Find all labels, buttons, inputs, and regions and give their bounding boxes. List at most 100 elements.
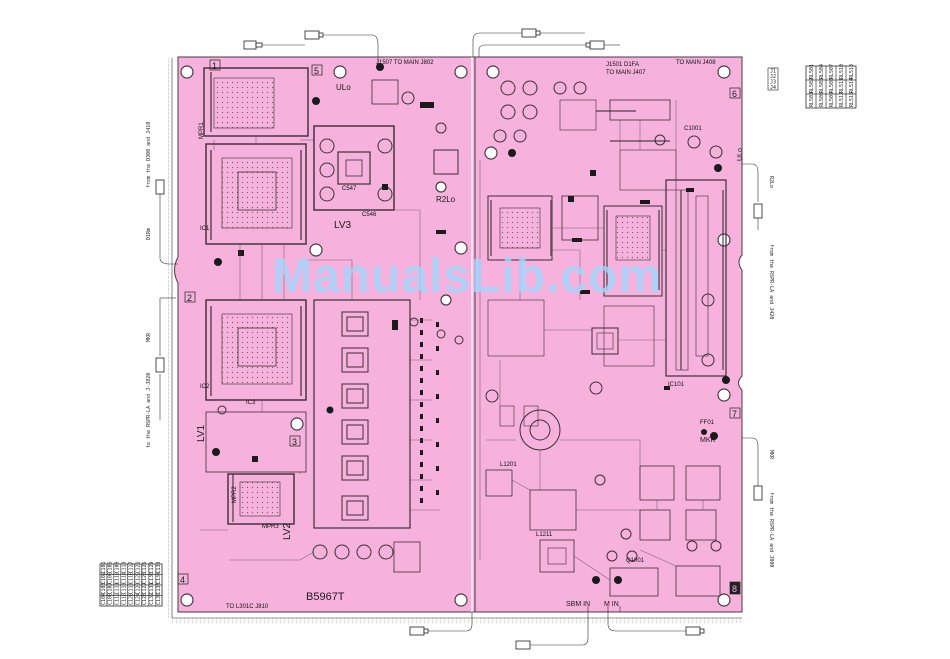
top-right-sub-label: TO MAIN J407 (606, 70, 646, 76)
legend-cell-text: C135 (156, 582, 162, 594)
left-tag-a: D1Rm (146, 228, 152, 240)
connector-icon-k (753, 485, 763, 501)
right-top-note: from the RSPR-LA and J420 (768, 244, 774, 319)
left-tag-b: MKR (146, 332, 152, 342)
legend-cell-text: C112 (115, 593, 121, 605)
part-number-label: B5967T (306, 591, 345, 603)
mpr1-label: MPR1 (199, 122, 205, 139)
legend-cell-text: C103 (101, 582, 107, 594)
zone-6-label: 6 (732, 89, 737, 99)
right-tag-a: R2Lo (768, 176, 774, 188)
mpr3-label: MPR3 (262, 524, 279, 530)
legend-table-top-right: RL501RL502RL503RL504RL505RL506RL507RL508… (805, 64, 857, 109)
legend-small-text: J2 (770, 74, 776, 80)
right-section (485, 99, 727, 597)
legend-cell-text: C101 (101, 561, 107, 573)
legend-cell-text: C109 (115, 561, 121, 573)
transistors-left (212, 63, 446, 462)
connector-icon-a (243, 40, 257, 50)
legend-cell-text: C104 (101, 593, 107, 605)
l1211-label: L1211 (536, 532, 553, 538)
side-notes-right: from the RSPR-LA and J420 R2Lo MKR from … (768, 176, 774, 567)
legend-cell-text: C122 (135, 572, 141, 584)
legend-cell-text: C102 (101, 572, 107, 584)
ic-pins (210, 72, 724, 522)
legend-cell-text: C118 (128, 572, 134, 584)
legend-cell-text: RL510 (839, 64, 845, 79)
connector-icon-j (753, 203, 763, 219)
connector-icon-i (155, 357, 165, 373)
legend-cell-text: C134 (156, 572, 162, 584)
legend-cell-text: RL515 (849, 92, 855, 107)
bottom-left-connector-label: TO L301C J810 (226, 604, 269, 610)
left-top-note: from the D300 and J410 (146, 122, 152, 188)
mounting-holes (180, 65, 731, 607)
c546-label: C546 (362, 212, 377, 218)
connector-icons-top (243, 28, 605, 50)
right-tag-b: MKR (768, 450, 774, 460)
legend-cell-text: RL504 (819, 64, 825, 79)
coil-cans (341, 311, 369, 521)
legend-cell-text: C121 (135, 561, 141, 573)
top-left-connector-label: J1507 TO MAIN J802 (376, 60, 434, 66)
ic1-label: IC1 (200, 226, 210, 232)
legend-cell-text: C113 (122, 561, 128, 573)
legend-cell-text: C124 (135, 593, 141, 605)
legend-cell-text: C136 (156, 593, 162, 605)
legend-cell-text: C115 (122, 582, 128, 594)
top-far-right-label: TO MAIN J408 (676, 60, 716, 66)
legend-small-text: J1 (770, 69, 776, 75)
legend-cell-text: C105 (108, 561, 114, 573)
zone-5-label: 5 (314, 66, 319, 76)
side-notes-left: from the D300 and J410 D1Rm MKR to the R… (146, 122, 152, 448)
ic2-label: IC2 (200, 384, 210, 390)
mkr-label: MKR (700, 437, 716, 444)
watermark-text: ManualsLib.com (272, 250, 662, 303)
legend-cell (154, 595, 163, 607)
sbm-in-label: SBM IN (566, 601, 590, 608)
external-connectors-bottom (428, 606, 686, 646)
legend-cell-text: RL511 (839, 78, 845, 93)
connector-icon-d (589, 40, 605, 50)
zone-3-label: 3 (292, 437, 297, 447)
legend-cell-text: C126 (142, 572, 148, 584)
legend-cell-text: C110 (115, 572, 121, 584)
external-connectors-right (742, 163, 759, 486)
connector-icon-e (409, 626, 425, 636)
zone-1-label: 1 (212, 61, 217, 71)
connector-icon-h (155, 179, 165, 195)
legend-cell-text: C129 (149, 561, 155, 573)
legend-cell (845, 93, 857, 109)
legend-cell-text: C120 (128, 593, 134, 605)
mpr2-label: MPR2 (232, 486, 238, 503)
legend-cell-text: RL512 (839, 92, 845, 107)
left-bottom-note: to the RSPR-LA and J-J820 (146, 373, 152, 448)
signal-traces (200, 100, 704, 581)
legend-cell-text: C123 (135, 582, 141, 594)
legend-cell-text: RL513 (849, 64, 855, 79)
legend-cell-text: C106 (108, 572, 114, 584)
zone-4-label: 4 (180, 575, 185, 585)
legend-cell-text: RL501 (809, 64, 815, 79)
connector-icons-left (155, 179, 165, 373)
lv3-label: LV3 (334, 220, 351, 231)
legend-cell-text: RL503 (809, 92, 815, 107)
c547-label: C547 (342, 186, 357, 192)
legend-cell-text: C114 (122, 572, 128, 584)
legend-cell-text: C132 (149, 593, 155, 605)
legend-cell-text: C128 (142, 593, 148, 605)
zone-markers: 1 2 3 4 5 6 7 8 (177, 59, 741, 595)
ulo-label: ULo (336, 83, 351, 92)
zone-8-label: 8 (732, 584, 737, 594)
top-right-connector-label: J1501 D1FA (606, 62, 639, 68)
legend-cell-text: C133 (156, 561, 162, 573)
legend-cell-text: C107 (108, 582, 114, 594)
legend-cell-text: C117 (128, 561, 134, 573)
q1001-label: Q1001 (626, 558, 645, 564)
connector-icon-c (521, 28, 537, 38)
connector-icon-b (304, 30, 320, 40)
frame-rulers (166, 58, 742, 623)
c1001-label: C1001 (684, 126, 702, 132)
